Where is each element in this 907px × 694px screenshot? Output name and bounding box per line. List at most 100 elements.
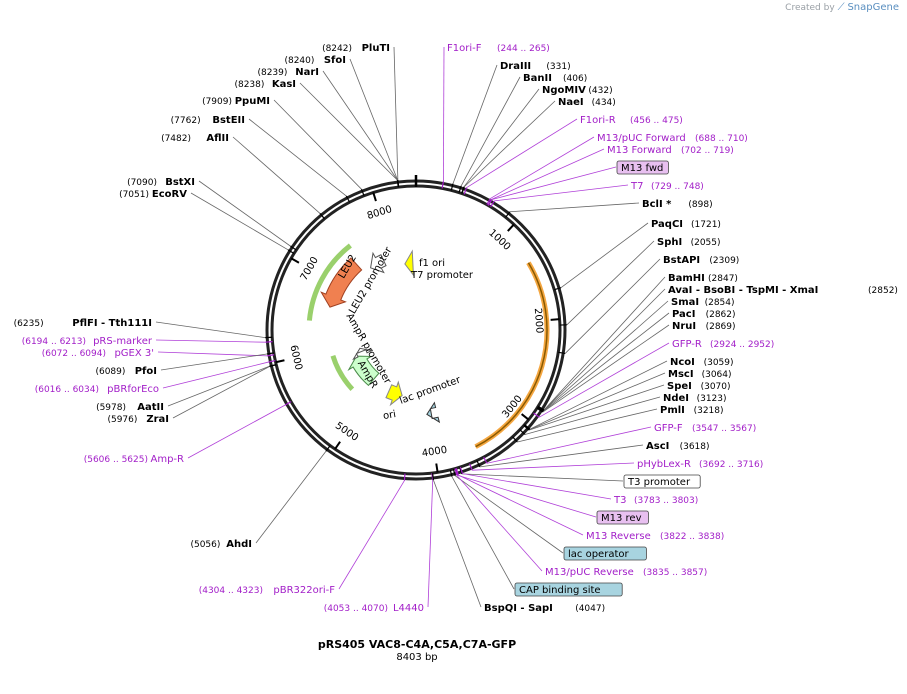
site-pluti-label: PluTI [362,43,390,54]
site-ndei[interactable]: NdeI(3123) [663,393,727,404]
site-m13-puc-reverse-position: (3835 .. 3857) [643,568,707,578]
site-pmli[interactable]: PmlI(3218) [660,405,724,416]
site-zrai[interactable]: ZraI(5976) [107,414,169,425]
mark-banii [458,185,462,193]
site-kasi[interactable]: KasI(8238) [234,79,296,90]
site-ecorv[interactable]: EcoRV(7051) [119,189,187,200]
site-paqci[interactable]: PaqCI(1721) [651,219,721,230]
site-pgex-3[interactable]: pGEX 3'(6072 .. 6094) [42,348,154,359]
mark-bstxi [290,245,297,251]
site-naei[interactable]: NaeI(434) [558,97,616,108]
site-nrui[interactable]: NruI(2869) [672,321,736,332]
site-bspqi-sapi-label: BspQI - SapI [484,603,553,614]
mark-paqci [554,287,562,291]
mark-t3 [459,466,464,474]
feature-arcs [306,243,550,449]
site-lac-operator[interactable]: lac operator [563,546,647,561]
site-f1ori-r[interactable]: F1ori-R(456 .. 475) [580,115,683,126]
site-m13-reverse-label: M13 Reverse [586,531,651,542]
site-paqci-position: (1721) [691,220,721,230]
site-m13-reverse[interactable]: M13 Reverse(3822 .. 3838) [586,531,724,542]
inner-label-leu2-promoter: LEU2 promoter [347,245,395,316]
connector-gfp-r [539,342,670,418]
site-cap-binding-site[interactable]: CAP binding site [514,582,623,597]
site-pbrforeco[interactable]: pBRforEco(6016 .. 6034) [35,384,159,395]
site-paci[interactable]: PacI(2862) [672,309,736,320]
site-t7[interactable]: T7(729 .. 748) [630,181,704,192]
connector-pbrforeco [162,361,269,389]
mark-bspqi-sapi [432,472,435,481]
site-avai-bsobi-tspmi-xmai[interactable]: AvaI - BsoBI - TspMI - XmaI(2852) [668,285,898,296]
site-bsteii[interactable]: BstEII(7762) [171,115,245,126]
mark-zrai [269,364,277,368]
connector-sphi [566,240,655,326]
mark-gfp-f [483,456,488,464]
site-m13-puc-forward[interactable]: M13/pUC Forward(688 .. 710) [597,133,748,144]
site-aflii[interactable]: AflII(7482) [161,133,229,144]
connector-f1ori-f [442,46,445,182]
site-m13-puc-reverse[interactable]: M13/pUC Reverse(3835 .. 3857) [545,567,707,578]
mark-lac-operator [452,468,456,476]
ampr-arrow-shape [347,355,380,387]
mark-l4440 [431,473,434,481]
connector-amp-r [187,404,286,459]
site-bstapi[interactable]: BstAPI(2309) [663,255,739,266]
f1-ori-arrow-shape [404,249,414,277]
site-kasi-position: (8238) [234,80,264,90]
site-labels: PluTI(8242)SfoI(8240)NarI(8239)KasI(8238… [14,43,898,614]
site-m13-forward[interactable]: M13 Forward(702 .. 719) [607,145,734,156]
site-pbr322ori-f[interactable]: pBR322ori-F(4304 .. 4323) [199,585,336,596]
site-nrui-label: NruI [672,321,696,332]
site-spei[interactable]: SpeI(3070) [667,381,731,392]
site-t3[interactable]: T3(3783 .. 3803) [613,495,698,506]
site-gfp-r[interactable]: GFP-R(2924 .. 2952) [672,339,774,350]
connector-gfp-f [486,426,652,464]
site-smai[interactable]: SmaI(2854) [671,297,735,308]
site-ngomiv[interactable]: NgoMIV(432) [542,85,613,96]
site-t3-promoter[interactable]: T3 promoter [623,474,701,489]
site-aatii-position: (5978) [96,403,126,413]
site-phyblex-r[interactable]: pHybLex-R(3692 .. 3716) [637,459,763,470]
site-sphi-position: (2055) [691,238,721,248]
site-aatii[interactable]: AatII(5978) [96,402,164,413]
site-bspqi-sapi[interactable]: BspQI - SapI(4047) [484,603,605,614]
site-m13-rev[interactable]: M13 rev [596,510,649,525]
site-msci-label: MscI [668,369,694,380]
site-msci[interactable]: MscI (3064) [668,369,732,380]
site-ppumi[interactable]: PpuMI(7909) [202,96,270,107]
connector-m13-forward [491,148,605,200]
site-pluti[interactable]: PluTI(8242) [322,43,390,54]
site-amp-r[interactable]: Amp-R(5606 .. 5625) [84,454,184,465]
site-sfoi[interactable]: SfoI(8240) [284,55,346,66]
site-sphi[interactable]: SphI(2055) [657,237,721,248]
site-t7-position: (729 .. 748) [651,182,704,192]
site-bstxi-position: (7090) [127,178,157,188]
site-f1ori-f-position: (244 .. 265) [497,44,550,54]
site-msci-position: (3064) [702,370,732,380]
site-ncoi[interactable]: NcoI(3059) [670,357,734,368]
site-draiii[interactable]: DraIII(331) [500,61,571,72]
site-prs-marker[interactable]: pRS-marker(6194 .. 6213) [22,336,153,347]
site-lac-operator-label: lac operator [568,549,629,560]
site-pfoi[interactable]: PfoI(6089) [95,366,157,377]
site-nari[interactable]: NarI(8239) [257,67,319,78]
connector-aflii [232,136,321,214]
connector-l4440 [427,480,434,608]
site-m13-forward-position: (702 .. 719) [681,146,734,156]
site-gfp-f[interactable]: GFP-F(3547 .. 3567) [654,423,756,434]
site-bcli[interactable]: BclI *(898) [642,199,713,210]
site-banii[interactable]: BanII(406) [523,73,587,84]
site-pmli-position: (3218) [694,406,724,416]
site-f1ori-f[interactable]: F1ori-F(244 .. 265) [447,43,550,54]
site-paci-position: (2862) [706,310,736,320]
site-asci[interactable]: AscI(3618) [646,441,710,452]
site-bamhi[interactable]: BamHI(2847) [668,273,738,284]
site-ahdi[interactable]: AhdI(5056) [190,539,252,550]
site-bstxi[interactable]: BstXI(7090) [127,177,195,188]
site-pflfi-tth111i[interactable]: PflFI - Tth111I(6235) [14,318,152,329]
site-banii-label: BanII [523,73,552,84]
site-m13-fwd[interactable]: M13 fwd [616,160,669,175]
leu2-halo-arc [306,243,352,321]
site-t3-promoter-label: T3 promoter [627,477,691,488]
site-l4440[interactable]: L4440(4053 .. 4070) [324,603,424,614]
